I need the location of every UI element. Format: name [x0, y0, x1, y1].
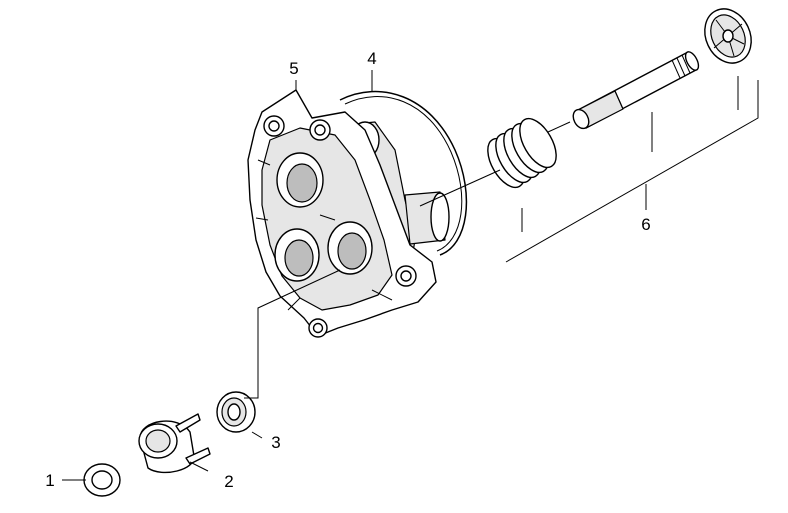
callout-4: 4: [367, 49, 376, 68]
part-2-valve-cage: [138, 413, 211, 474]
part-4-o-ring: [339, 90, 468, 256]
spring: [487, 117, 557, 189]
part-5-pump-housing: [247, 89, 450, 338]
piston: [572, 51, 700, 130]
callout-labels: 1 2 3 4 5 6: [45, 49, 650, 491]
part-1-washer: [83, 463, 121, 497]
part-3-fitting: [216, 391, 256, 433]
part-6-piston-assembly: [487, 8, 752, 189]
callout-3: 3: [271, 433, 280, 452]
callout-6: 6: [641, 215, 650, 234]
star-clip: [704, 8, 752, 64]
callout-1: 1: [45, 471, 54, 490]
callout-5: 5: [289, 59, 298, 78]
callout-2: 2: [224, 472, 233, 491]
leader-lines: [62, 70, 759, 481]
